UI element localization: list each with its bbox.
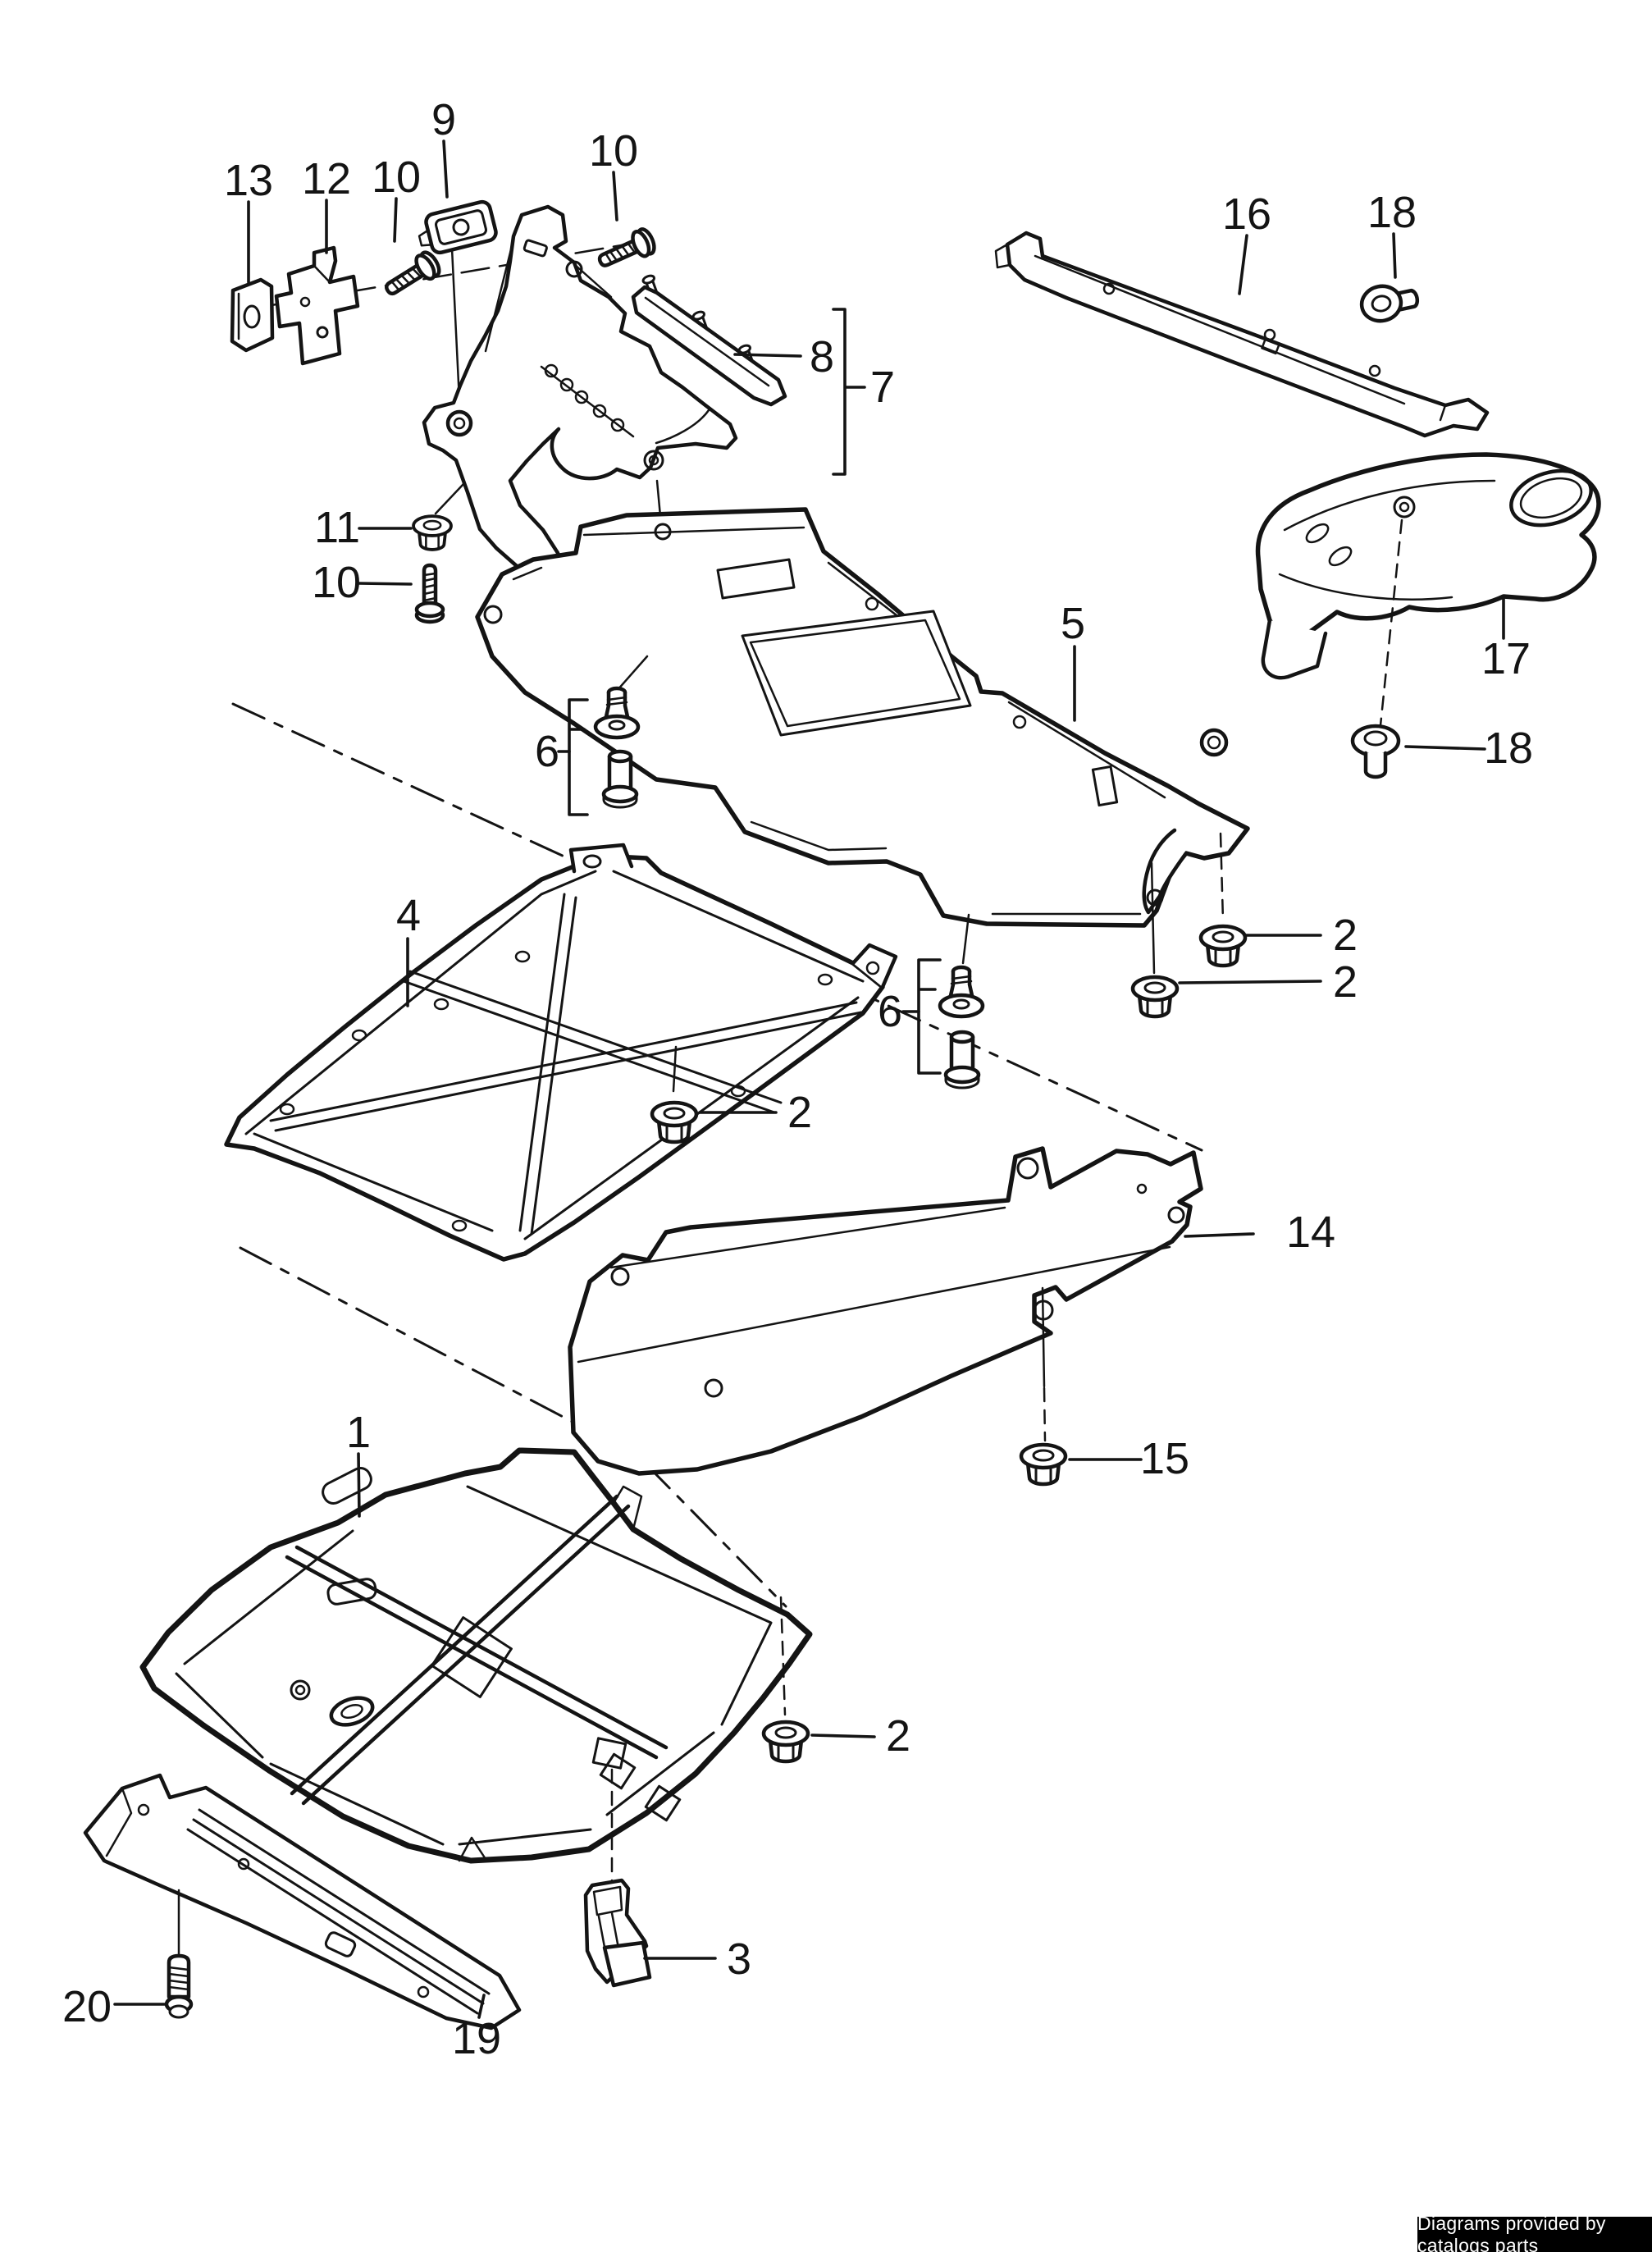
callout-11-label: 11 xyxy=(314,503,360,552)
callout-2-right-lower-label: 2 xyxy=(1333,957,1358,1007)
expansion-sleeve-6-center xyxy=(946,1032,979,1088)
callout-10-left-leader xyxy=(393,197,398,243)
plug-18-right-line xyxy=(1379,518,1403,727)
bracket-6-left xyxy=(568,698,589,816)
part-4-braced-tray-panel xyxy=(224,843,898,1262)
callout-20-label: 20 xyxy=(62,1982,112,2031)
nut-11 xyxy=(412,514,453,551)
callout-9-label: 9 xyxy=(431,95,456,144)
callout-18-right-label: 18 xyxy=(1484,724,1533,773)
bracket-7 xyxy=(832,308,866,476)
part-3-spacer-clip xyxy=(583,1878,652,1988)
callout-16-label: 16 xyxy=(1222,190,1271,239)
bolt-10-mid xyxy=(417,565,443,622)
flange-nut-15 xyxy=(1021,1445,1066,1484)
attribution-text: Diagrams provided by catalogs parts xyxy=(1417,2212,1606,2252)
callout-1-leader xyxy=(357,1452,361,1518)
callout-14-leader xyxy=(1184,1232,1255,1238)
part-9-clamping-clip xyxy=(418,199,498,255)
pin6a-line xyxy=(615,655,649,692)
callout-17-label: 17 xyxy=(1481,634,1531,683)
part-16-cross-rail xyxy=(994,231,1490,438)
callout-19-label: 19 xyxy=(452,2014,501,2063)
flange-nut-2-left xyxy=(652,1103,696,1142)
callout-10-mid-label: 10 xyxy=(312,558,361,607)
callout-19-leader xyxy=(477,1994,486,2019)
bracket-6-center xyxy=(917,958,942,1075)
nut-2b-line xyxy=(1150,861,1156,975)
callout-5-label: 5 xyxy=(1061,599,1085,648)
bolt-10-left xyxy=(381,249,442,302)
callout-14-label: 14 xyxy=(1286,1208,1335,1257)
attribution-badge: Diagrams provided by catalogs parts xyxy=(1417,2213,1652,2252)
nut-2c-line xyxy=(672,1045,678,1093)
callout-12-label: 12 xyxy=(302,154,351,203)
callout-2-right-upper-label: 2 xyxy=(1333,911,1358,960)
callout-13-label: 13 xyxy=(224,156,273,205)
nut-15-line-dash xyxy=(1043,1386,1047,1442)
part-5-underbody-panel xyxy=(475,507,1250,928)
pin6b-line xyxy=(961,913,970,965)
callout-16-leader xyxy=(1238,234,1248,295)
part-14-rear-underbody-panel xyxy=(568,1146,1203,1476)
callout-1-label: 1 xyxy=(346,1408,371,1457)
part-1-engine-undertray xyxy=(139,1447,813,1864)
callout-6-center-label: 6 xyxy=(878,987,902,1036)
part-17-cover-shield xyxy=(1255,452,1601,680)
nut-2d-line xyxy=(779,1596,787,1716)
screw-20 xyxy=(164,1953,194,2019)
callout-18-right-leader xyxy=(1404,745,1486,751)
callout-8-label: 8 xyxy=(810,332,834,381)
callout-18-top-label: 18 xyxy=(1367,188,1417,237)
expansion-sleeve-6-left xyxy=(604,751,637,807)
part-13-retaining-clip xyxy=(230,277,275,353)
plug-18-top xyxy=(1359,284,1420,323)
callout-2-left-label: 2 xyxy=(787,1088,812,1137)
callout-18-top-leader xyxy=(1392,232,1397,279)
part-7-support-bracket xyxy=(422,204,738,640)
callout-4-label: 4 xyxy=(396,891,421,940)
callout-10-left-label: 10 xyxy=(372,153,421,202)
callout-10-top-label: 10 xyxy=(589,126,638,176)
callout-10-top-leader xyxy=(612,171,618,222)
plug-18-right xyxy=(1350,724,1401,779)
callout-8-leader xyxy=(733,353,802,358)
part-19-air-guide-panel xyxy=(83,1773,522,2030)
callout-9-leader xyxy=(442,139,449,199)
flange-nut-2-right-lower xyxy=(1133,977,1177,1016)
callout-10-mid-leader xyxy=(357,582,413,586)
expansion-pin-6-center xyxy=(940,967,983,1016)
callout-2-bottom-label: 2 xyxy=(886,1711,910,1761)
part-12-mounting-bracket xyxy=(274,245,360,366)
callout-2-right-lower-leader xyxy=(1178,980,1322,984)
flange-nut-2-bottom xyxy=(764,1722,808,1761)
flange-nut-2-right-upper xyxy=(1201,926,1245,966)
callout-6-left-label: 6 xyxy=(535,727,559,776)
part-8-retaining-strip xyxy=(631,274,787,407)
nut-15-line-solid xyxy=(1041,1286,1046,1388)
bolt-10-top xyxy=(595,227,657,274)
callout-7-label: 7 xyxy=(870,363,895,412)
callout-3-label: 3 xyxy=(727,1935,751,1984)
callout-2-bottom-leader xyxy=(810,1734,876,1738)
callout-15-label: 15 xyxy=(1140,1434,1189,1483)
nut-2a-line xyxy=(1219,832,1225,922)
